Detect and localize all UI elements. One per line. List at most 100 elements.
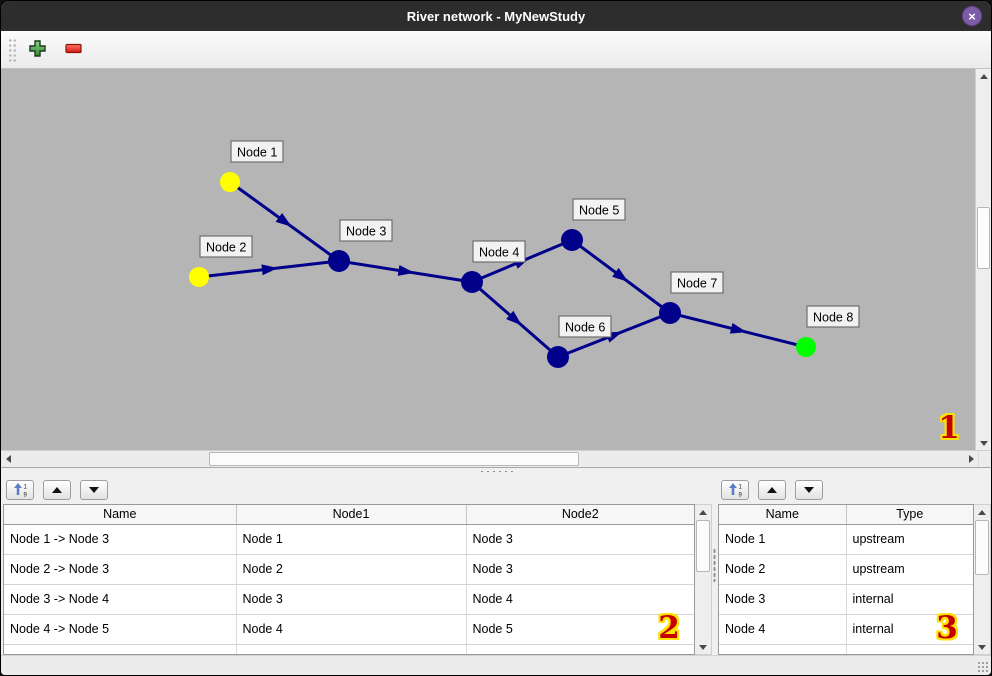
table-cell: Node 1 -> Node 3 [4, 524, 237, 555]
table-cell: Node 5 [466, 614, 694, 645]
column-header[interactable]: Node1 [236, 505, 467, 525]
vertical-splitter[interactable] [712, 474, 716, 655]
network-node[interactable] [461, 271, 483, 293]
node-label: Node 5 [579, 204, 619, 218]
table-cell: upstream [846, 554, 973, 585]
scroll-down-button[interactable] [976, 436, 991, 450]
table-cell: Node 3 [466, 554, 694, 585]
column-header[interactable]: Type [846, 505, 973, 525]
titlebar[interactable]: River network - MyNewStudy × [1, 1, 991, 31]
node-label-box[interactable] [199, 235, 253, 258]
move-up-button[interactable] [43, 479, 71, 500]
network-node[interactable] [189, 267, 209, 287]
reaches-table-scrollbar[interactable] [695, 504, 712, 655]
table-cell: Node 1 [236, 524, 467, 555]
sort-button[interactable]: 1 9 [721, 479, 749, 500]
scroll-left-button[interactable] [1, 451, 15, 467]
network-node[interactable] [659, 302, 681, 324]
table-cell [4, 644, 237, 654]
up-triangle-icon [767, 486, 777, 493]
nodes-table-scrollbar[interactable] [974, 504, 991, 655]
flow-arrow-icon [506, 310, 522, 326]
scrollbar-corner [978, 451, 991, 467]
splitter-grip-icon [712, 547, 716, 582]
scroll-down-button[interactable] [695, 640, 711, 654]
up-arrow-icon [699, 509, 707, 515]
up-arrow-icon [979, 73, 988, 79]
window-title: River network - MyNewStudy [406, 8, 586, 24]
network-node[interactable] [561, 229, 583, 251]
flow-arrow-icon [612, 267, 629, 282]
column-header[interactable]: Name [719, 505, 847, 525]
column-header[interactable]: Node2 [466, 505, 694, 525]
status-bar [1, 655, 991, 675]
scroll-up-button[interactable] [976, 69, 991, 83]
splitter-grip-icon [479, 469, 513, 473]
sort-button[interactable]: 1 9 [6, 479, 34, 500]
move-up-button[interactable] [758, 479, 786, 500]
node-label-box[interactable] [558, 315, 612, 338]
canvas-hscroll-row [1, 450, 991, 467]
remove-button[interactable] [61, 40, 86, 60]
table-cell [719, 644, 847, 654]
table-cell: Node 2 [719, 554, 847, 585]
network-node[interactable] [796, 337, 816, 357]
flow-arrow-icon [729, 322, 747, 334]
node-label-box[interactable] [230, 140, 284, 163]
sort-ascending-icon: 1 9 [728, 483, 742, 497]
up-triangle-icon [52, 486, 62, 493]
scroll-right-button[interactable] [964, 451, 978, 467]
table-row[interactable] [4, 644, 694, 654]
scroll-down-button[interactable] [974, 640, 990, 654]
table-cell: Node 3 -> Node 4 [4, 584, 237, 615]
node-label-box[interactable] [339, 219, 393, 242]
horizontal-scroll-thumb[interactable] [209, 452, 579, 466]
vertical-scroll-thumb[interactable] [975, 520, 989, 575]
vertical-scroll-thumb[interactable] [977, 207, 990, 269]
node-label-box[interactable] [572, 198, 626, 221]
down-triangle-icon [89, 486, 99, 493]
network-node[interactable] [328, 250, 350, 272]
sort-ascending-icon: 1 9 [13, 483, 27, 497]
vertical-scroll-thumb[interactable] [696, 520, 710, 572]
table-cell: Node 4 [236, 614, 467, 645]
svg-text:1: 1 [23, 485, 27, 491]
node-label-box[interactable] [806, 305, 860, 328]
move-down-button[interactable] [80, 479, 108, 500]
toolbar-drag-handle[interactable] [7, 36, 16, 63]
canvas-vertical-scrollbar[interactable] [975, 69, 991, 450]
table-row[interactable] [719, 644, 973, 654]
node-label-box[interactable] [472, 240, 526, 263]
canvas-horizontal-scrollbar[interactable] [1, 451, 978, 467]
move-down-button[interactable] [795, 479, 823, 500]
scroll-up-button[interactable] [695, 505, 711, 519]
nodes-toolbar: 1 9 [716, 474, 991, 501]
column-header[interactable]: Name [4, 505, 237, 525]
node-label-box[interactable] [670, 271, 724, 294]
horizontal-splitter[interactable] [1, 467, 991, 474]
node-label: Node 8 [813, 311, 853, 325]
window-resize-grip[interactable] [977, 661, 988, 672]
network-node[interactable] [547, 346, 569, 368]
network-node[interactable] [220, 172, 240, 192]
reaches-toolbar: 1 9 [1, 474, 712, 501]
close-button[interactable]: × [962, 6, 982, 26]
scroll-up-button[interactable] [974, 505, 990, 519]
add-button[interactable] [24, 37, 51, 63]
